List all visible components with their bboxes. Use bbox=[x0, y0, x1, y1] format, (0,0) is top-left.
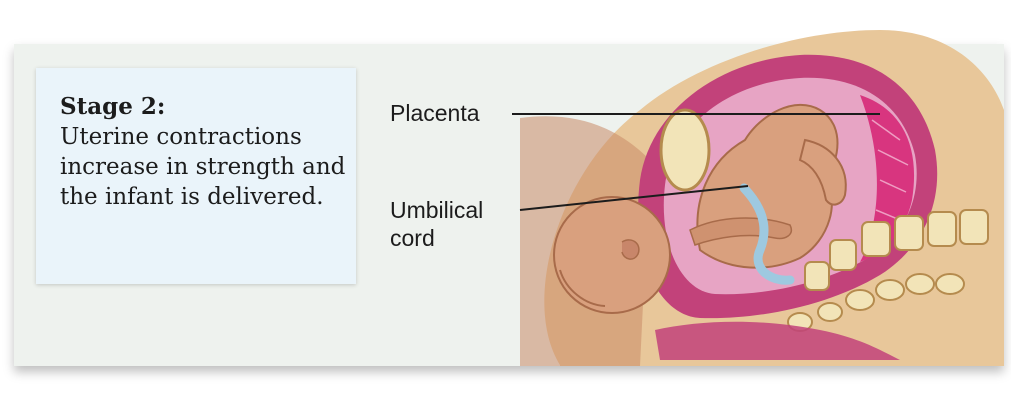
stage-description: Uterine contractions increase in strengt… bbox=[60, 122, 350, 212]
fetus-ear bbox=[622, 240, 639, 259]
stage-caption-box: Stage 2: Uterine contractions increase i… bbox=[36, 68, 356, 284]
placenta-label: Placenta bbox=[390, 99, 480, 127]
fetus-head bbox=[554, 197, 670, 313]
pubic-bone bbox=[661, 110, 709, 190]
umbilical-cord-label: Umbilical cord bbox=[390, 196, 530, 252]
stage-title: Stage 2: bbox=[60, 92, 356, 122]
